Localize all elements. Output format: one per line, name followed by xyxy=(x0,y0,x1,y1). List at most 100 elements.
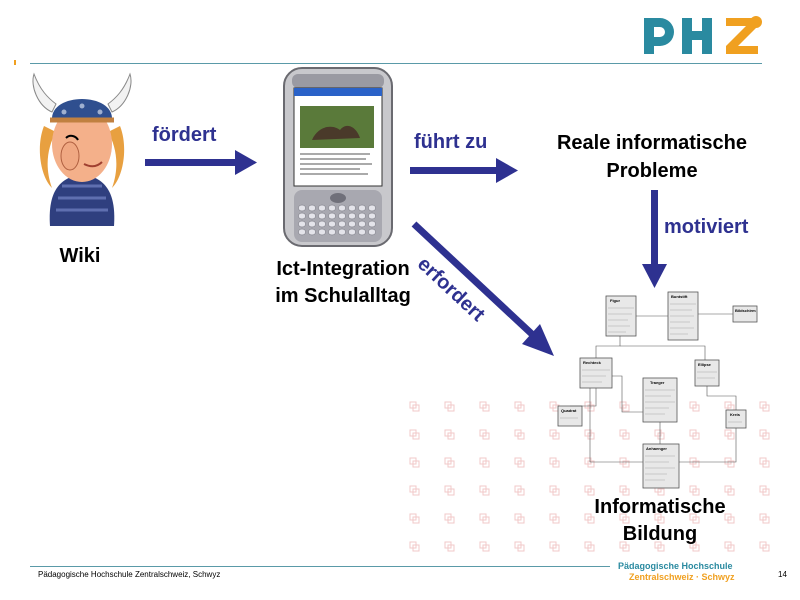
pda-key xyxy=(338,220,346,228)
pattern-mark xyxy=(409,485,420,496)
pda-key xyxy=(328,220,336,228)
node-bildung-line2: Bildung xyxy=(622,523,698,545)
pattern-mark xyxy=(759,457,770,468)
pattern-mark xyxy=(724,541,735,552)
pattern-mark xyxy=(619,429,630,440)
uml-class-bildschirm: Bildschirm xyxy=(735,308,756,313)
pattern-mark xyxy=(409,429,420,440)
pattern-mark xyxy=(619,401,630,412)
node-reale-line2: Probleme xyxy=(606,160,698,182)
pda-key xyxy=(318,204,326,212)
pda-key xyxy=(368,204,376,212)
pattern-mark xyxy=(584,485,595,496)
node-wiki: Wiki xyxy=(59,245,101,267)
pattern-mark xyxy=(689,541,700,552)
pda-key xyxy=(348,204,356,212)
node-ict: Ict-Integration im Schulalltag xyxy=(248,256,438,310)
pattern-mark xyxy=(689,429,700,440)
footer-logo-line1: Pädagogische Hochschule xyxy=(618,561,733,571)
pattern-mark xyxy=(514,429,525,440)
pattern-mark xyxy=(479,541,490,552)
pda-key xyxy=(318,228,326,236)
node-reale-line1: Reale informatische xyxy=(556,132,748,154)
label-fuehrt-zu: führt zu xyxy=(414,131,488,153)
pda-key xyxy=(308,220,316,228)
pattern-mark xyxy=(549,513,560,524)
pattern-mark xyxy=(759,513,770,524)
pda-key xyxy=(368,228,376,236)
pattern-mark xyxy=(514,513,525,524)
uml-class-traeger: Traeger xyxy=(650,380,665,385)
pda-key xyxy=(308,212,316,220)
pda-key xyxy=(358,228,366,236)
pda-key xyxy=(338,204,346,212)
pda-key xyxy=(328,212,336,220)
uml-diagram: Figur Buntstift Bildschirm Rechteck Elli… xyxy=(557,291,758,489)
pda-key xyxy=(298,220,306,228)
pda-device xyxy=(283,67,393,247)
pda-key xyxy=(348,212,356,220)
pattern-mark xyxy=(619,513,630,524)
pattern-mark xyxy=(444,541,455,552)
pattern-mark xyxy=(514,457,525,468)
pda-key xyxy=(338,228,346,236)
pattern-mark xyxy=(689,513,700,524)
bottom-rule xyxy=(30,566,610,567)
pattern-mark xyxy=(619,485,630,496)
arrow-motiviert xyxy=(642,190,667,288)
pattern-mark xyxy=(444,457,455,468)
pda-key xyxy=(368,212,376,220)
pattern-mark xyxy=(409,541,420,552)
pattern-mark xyxy=(654,513,665,524)
pda-key xyxy=(298,228,306,236)
uml-class-quadrat: Quadrat xyxy=(561,408,577,413)
pda-key xyxy=(328,228,336,236)
pattern-mark xyxy=(584,429,595,440)
pattern-mark xyxy=(759,485,770,496)
pattern-mark xyxy=(654,541,665,552)
pattern-mark xyxy=(549,485,560,496)
pda-key xyxy=(318,212,326,220)
pda-key xyxy=(298,204,306,212)
pattern-mark xyxy=(409,457,420,468)
pattern-mark xyxy=(479,513,490,524)
uml-class-figur: Figur xyxy=(610,298,620,303)
phz-logo xyxy=(640,10,764,56)
pda-key xyxy=(358,204,366,212)
arrow-erfordert xyxy=(411,221,554,356)
pattern-mark xyxy=(514,401,525,412)
uml-class-rechteck: Rechteck xyxy=(583,360,602,365)
node-bildung: Informatische Bildung xyxy=(560,494,760,548)
uml-class-kreis: Kreis xyxy=(730,412,741,417)
arrow-foerdert xyxy=(145,150,257,175)
pda-key xyxy=(328,204,336,212)
pattern-mark xyxy=(689,485,700,496)
viking-illustration xyxy=(32,72,132,226)
pattern-mark xyxy=(549,457,560,468)
pda-key xyxy=(308,204,316,212)
pattern-mark xyxy=(479,401,490,412)
corner-mark xyxy=(14,60,16,65)
pattern-mark xyxy=(479,485,490,496)
pattern-mark xyxy=(759,541,770,552)
pattern-mark xyxy=(724,429,735,440)
pda-key xyxy=(348,228,356,236)
uml-class-ellipse: Ellipse xyxy=(698,362,712,367)
pda-key xyxy=(368,220,376,228)
pattern-mark xyxy=(689,401,700,412)
node-ict-line2: im Schulalltag xyxy=(275,285,411,307)
top-rule xyxy=(30,63,762,64)
label-foerdert: fördert xyxy=(152,124,217,146)
pattern-mark xyxy=(444,513,455,524)
pattern-mark xyxy=(619,541,630,552)
pda-key xyxy=(298,212,306,220)
pattern-mark xyxy=(444,401,455,412)
pda-key xyxy=(338,212,346,220)
pattern-mark xyxy=(444,485,455,496)
pattern-mark xyxy=(409,513,420,524)
node-bildung-line1: Informatische xyxy=(594,496,726,518)
footer-text: Pädagogische Hochschule Zentralschweiz, … xyxy=(38,570,221,579)
pattern-mark xyxy=(549,541,560,552)
